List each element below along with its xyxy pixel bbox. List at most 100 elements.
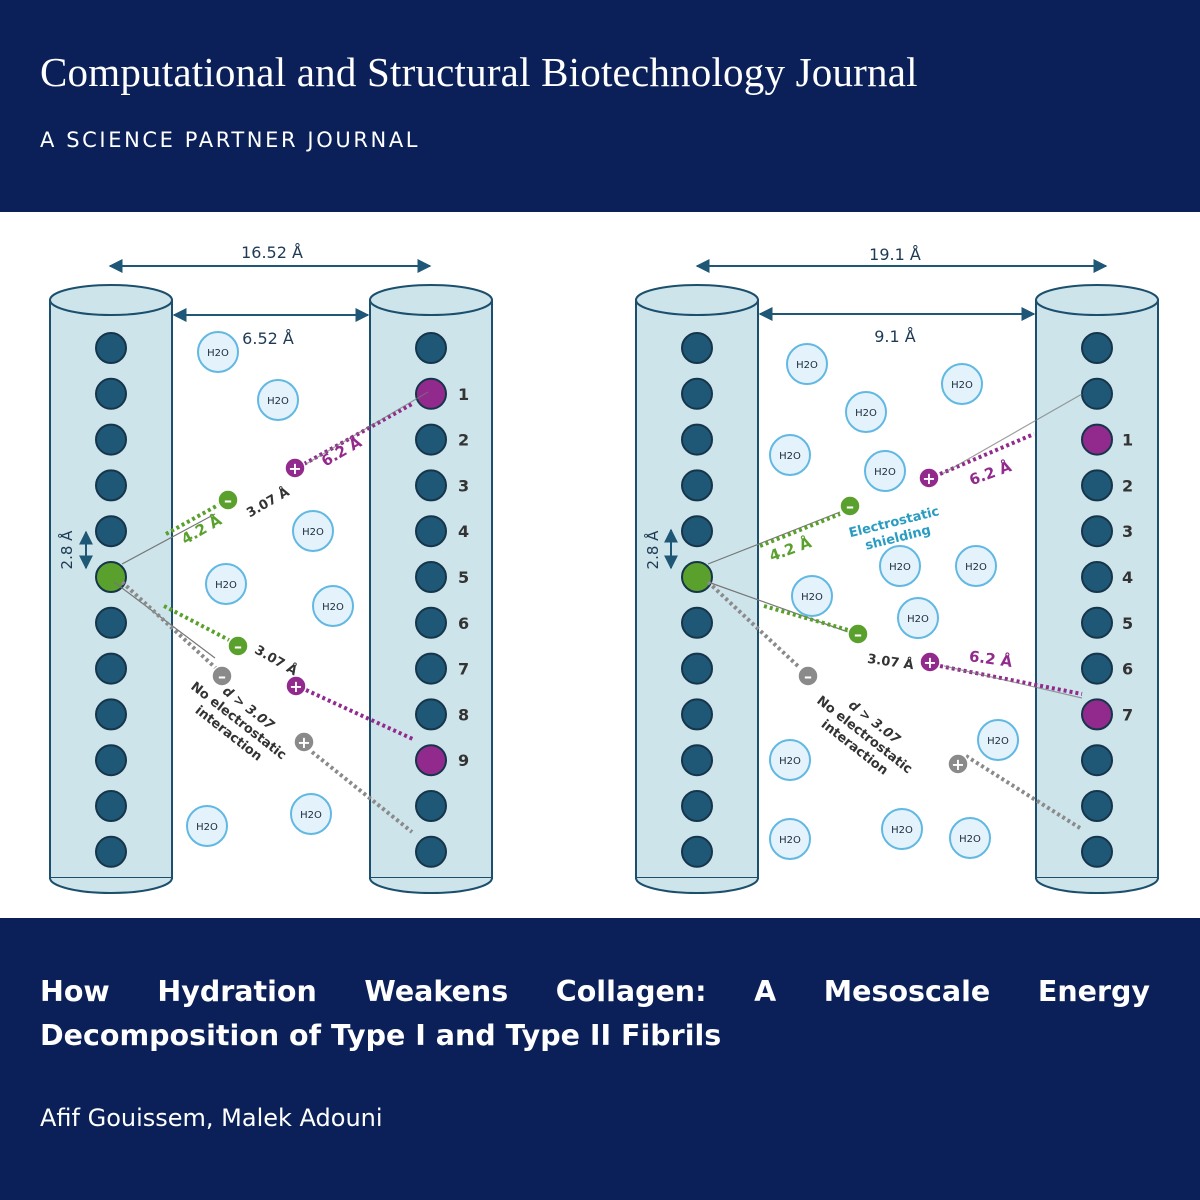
fibril-bead bbox=[1081, 606, 1113, 639]
charged-bead-green bbox=[681, 561, 713, 593]
site-number: 1 bbox=[458, 385, 469, 404]
site-number: 5 bbox=[458, 568, 469, 587]
purple-distance-label: 6.2 Å bbox=[968, 646, 1014, 671]
journal-title: Computational and Structural Biotechnolo… bbox=[40, 49, 918, 95]
fibril-bead bbox=[95, 377, 127, 410]
water-molecule: H2O bbox=[881, 808, 923, 850]
positive-charge bbox=[285, 675, 307, 697]
fibril-bead bbox=[95, 469, 127, 502]
left-inner-distance: 6.52 Å bbox=[242, 329, 294, 348]
water-label: H2O bbox=[965, 562, 987, 573]
charged-bead-purple bbox=[415, 377, 447, 410]
svg-text:+: + bbox=[288, 459, 301, 478]
fibril-bead bbox=[681, 515, 713, 548]
water-molecule: H2O bbox=[197, 331, 239, 373]
right-fibril-b bbox=[1035, 284, 1159, 894]
right-inner-dimension: 9.1 Å bbox=[758, 307, 1036, 346]
positive-charge bbox=[293, 731, 315, 753]
water-label: H2O bbox=[196, 822, 218, 833]
water-label: H2O bbox=[779, 451, 801, 462]
fibril-bead bbox=[681, 469, 713, 502]
site-number: 2 bbox=[458, 431, 469, 450]
water-molecule: H2O bbox=[205, 563, 247, 605]
negative-charge bbox=[847, 623, 869, 645]
site-number: 9 bbox=[458, 751, 469, 770]
site-number: 6 bbox=[1122, 660, 1133, 679]
paper-title: How Hydration Weakens Collagen: A Mesosc… bbox=[40, 975, 1150, 1052]
site-number: 4 bbox=[458, 522, 469, 541]
fibril-bead bbox=[681, 698, 713, 731]
water-label: H2O bbox=[891, 825, 913, 836]
fibril-bead bbox=[95, 606, 127, 639]
right-fibril-a-beads bbox=[681, 332, 713, 868]
site-number: 7 bbox=[1122, 705, 1133, 724]
right-inner-distance: 9.1 Å bbox=[874, 327, 916, 346]
svg-text:+: + bbox=[297, 733, 310, 752]
fibril-bead bbox=[415, 790, 447, 822]
negative-charge bbox=[227, 635, 249, 657]
water-label: H2O bbox=[874, 467, 896, 478]
site-number: 4 bbox=[1122, 568, 1133, 587]
fibril-bead bbox=[415, 423, 447, 456]
fibril-bead bbox=[1081, 332, 1113, 364]
svg-text:+: + bbox=[289, 677, 302, 696]
svg-text:–: – bbox=[854, 625, 862, 644]
water-label: H2O bbox=[779, 756, 801, 767]
svg-text:+: + bbox=[922, 469, 935, 488]
water-molecule: H2O bbox=[897, 597, 939, 639]
svg-text:+: + bbox=[951, 755, 964, 774]
fibril-bead bbox=[681, 744, 713, 777]
svg-text:–: – bbox=[218, 667, 226, 686]
positive-charge bbox=[947, 753, 969, 775]
fibril-bead bbox=[681, 423, 713, 456]
fibril-bead bbox=[681, 652, 713, 685]
fibril-bead bbox=[415, 698, 447, 731]
positive-charge bbox=[919, 651, 941, 673]
water-molecule: H2O bbox=[769, 739, 811, 781]
left-inner-dimension: 6.52 Å bbox=[172, 308, 370, 348]
fibril-bead bbox=[681, 835, 713, 868]
positive-charge bbox=[918, 467, 940, 489]
purple-distance-label: 6.2 Å bbox=[318, 432, 365, 470]
fibril-bead bbox=[95, 515, 127, 548]
article-footer: How Hydration Weakens Collagen: A Mesosc… bbox=[0, 918, 1200, 1200]
site-number: 2 bbox=[1122, 476, 1133, 495]
svg-text:–: – bbox=[224, 491, 232, 510]
svg-text:–: – bbox=[846, 497, 854, 516]
left-fibril-a-beads bbox=[95, 332, 127, 868]
site-number: 5 bbox=[1122, 614, 1133, 633]
water-molecule: H2O bbox=[941, 363, 983, 405]
fibril-bead bbox=[95, 332, 127, 364]
water-molecule: H2O bbox=[786, 343, 828, 385]
fibril-bead bbox=[95, 744, 127, 777]
site-number: 8 bbox=[458, 705, 469, 724]
water-molecule: H2O bbox=[864, 450, 906, 492]
right-outer-dimension: 19.1 Å bbox=[695, 245, 1108, 273]
fibril-bead bbox=[95, 423, 127, 456]
fibril-bead bbox=[415, 515, 447, 548]
fibril-bead bbox=[95, 652, 127, 685]
fibril-bead bbox=[1081, 652, 1113, 685]
negative-charge bbox=[217, 489, 239, 511]
right-fibril-a bbox=[635, 284, 759, 894]
site-number: 1 bbox=[1122, 431, 1133, 450]
fibril-bead bbox=[1081, 744, 1113, 777]
fibril-bead bbox=[681, 606, 713, 639]
negative-charge bbox=[211, 665, 233, 687]
authors: Afif Gouissem, Malek Adouni bbox=[40, 1104, 383, 1132]
journal-header: Computational and Structural Biotechnolo… bbox=[0, 0, 1200, 212]
fibril-bead bbox=[1081, 469, 1113, 502]
fibril-bead bbox=[1081, 835, 1113, 868]
fibril-bead bbox=[681, 332, 713, 364]
negative-charge bbox=[839, 495, 861, 517]
water-label: H2O bbox=[951, 380, 973, 391]
left-outer-dimension: 16.52 Å bbox=[108, 243, 432, 273]
water-molecule: H2O bbox=[977, 719, 1019, 761]
left-bead-spacing: 2.8 Å bbox=[57, 530, 93, 569]
water-label: H2O bbox=[889, 562, 911, 573]
left-upper-interaction: – + 4.2 Å 3.07 Å 6.2 Å bbox=[178, 432, 365, 548]
water-label: H2O bbox=[855, 408, 877, 419]
